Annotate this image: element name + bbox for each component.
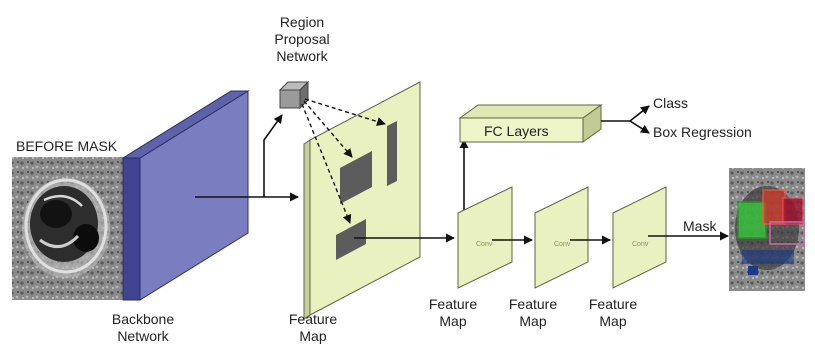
backbone-network-label: Backbone Network <box>108 311 178 345</box>
rpn-label: Region Proposal Network <box>262 14 342 65</box>
feature-map-3-label: Feature Map <box>578 296 648 330</box>
feature-map-main-label-line-2: Map <box>299 328 327 344</box>
feature-map-2-label-line-2: Map <box>519 313 547 329</box>
feature-map-2: Conv <box>534 186 589 289</box>
fc-layers-label: FC Layers <box>484 123 549 139</box>
feature-map-1-label: Feature Map <box>418 296 488 330</box>
input-mri-image <box>12 157 123 300</box>
mask-output-label: Mask <box>683 218 717 234</box>
roi-region <box>340 151 372 204</box>
rpn-label-line-3: Network <box>276 48 328 64</box>
conv-label-2: Conv <box>554 241 571 248</box>
feature-map-3-label-line-1: Feature <box>588 296 638 312</box>
roi-region <box>336 219 366 260</box>
feature-map-1-label-line-1: Feature <box>428 296 478 312</box>
feature-map-1-label-line-2: Map <box>439 313 467 329</box>
rpn-cube <box>278 80 310 110</box>
rpn-label-line-2: Proposal <box>274 31 330 47</box>
arrow-to-rpn <box>263 114 283 197</box>
fc-output-arrows <box>601 105 650 134</box>
backbone-network-block <box>121 90 250 301</box>
feature-map-3: Conv <box>612 186 667 289</box>
feature-map-main-label: Feature Map <box>278 311 348 345</box>
feature-map-1: Conv <box>457 186 513 289</box>
backbone-label-line-2: Network <box>117 328 169 344</box>
feature-map-main-label-line-1: Feature <box>288 311 338 327</box>
conv-label-1: Conv <box>476 241 493 248</box>
roi-region <box>387 121 397 186</box>
feature-map-3-label-line-2: Map <box>599 313 627 329</box>
feature-map-main <box>303 81 421 320</box>
feature-map-2-label: Feature Map <box>498 296 568 330</box>
box-regression-output-label: Box Regression <box>653 124 752 140</box>
rpn-label-line-1: Region <box>279 14 325 30</box>
output-mask-image <box>729 168 805 291</box>
conv-label-3: Conv <box>632 241 649 248</box>
feature-map-2-label-line-1: Feature <box>508 296 558 312</box>
class-output-label: Class <box>653 95 689 111</box>
rpn-proposal-arrows <box>301 98 386 224</box>
before-mask-label: BEFORE MASK <box>16 138 118 154</box>
fc-layers-box: FC Layers <box>458 104 603 143</box>
backbone-label-line-1: Backbone <box>111 311 175 327</box>
